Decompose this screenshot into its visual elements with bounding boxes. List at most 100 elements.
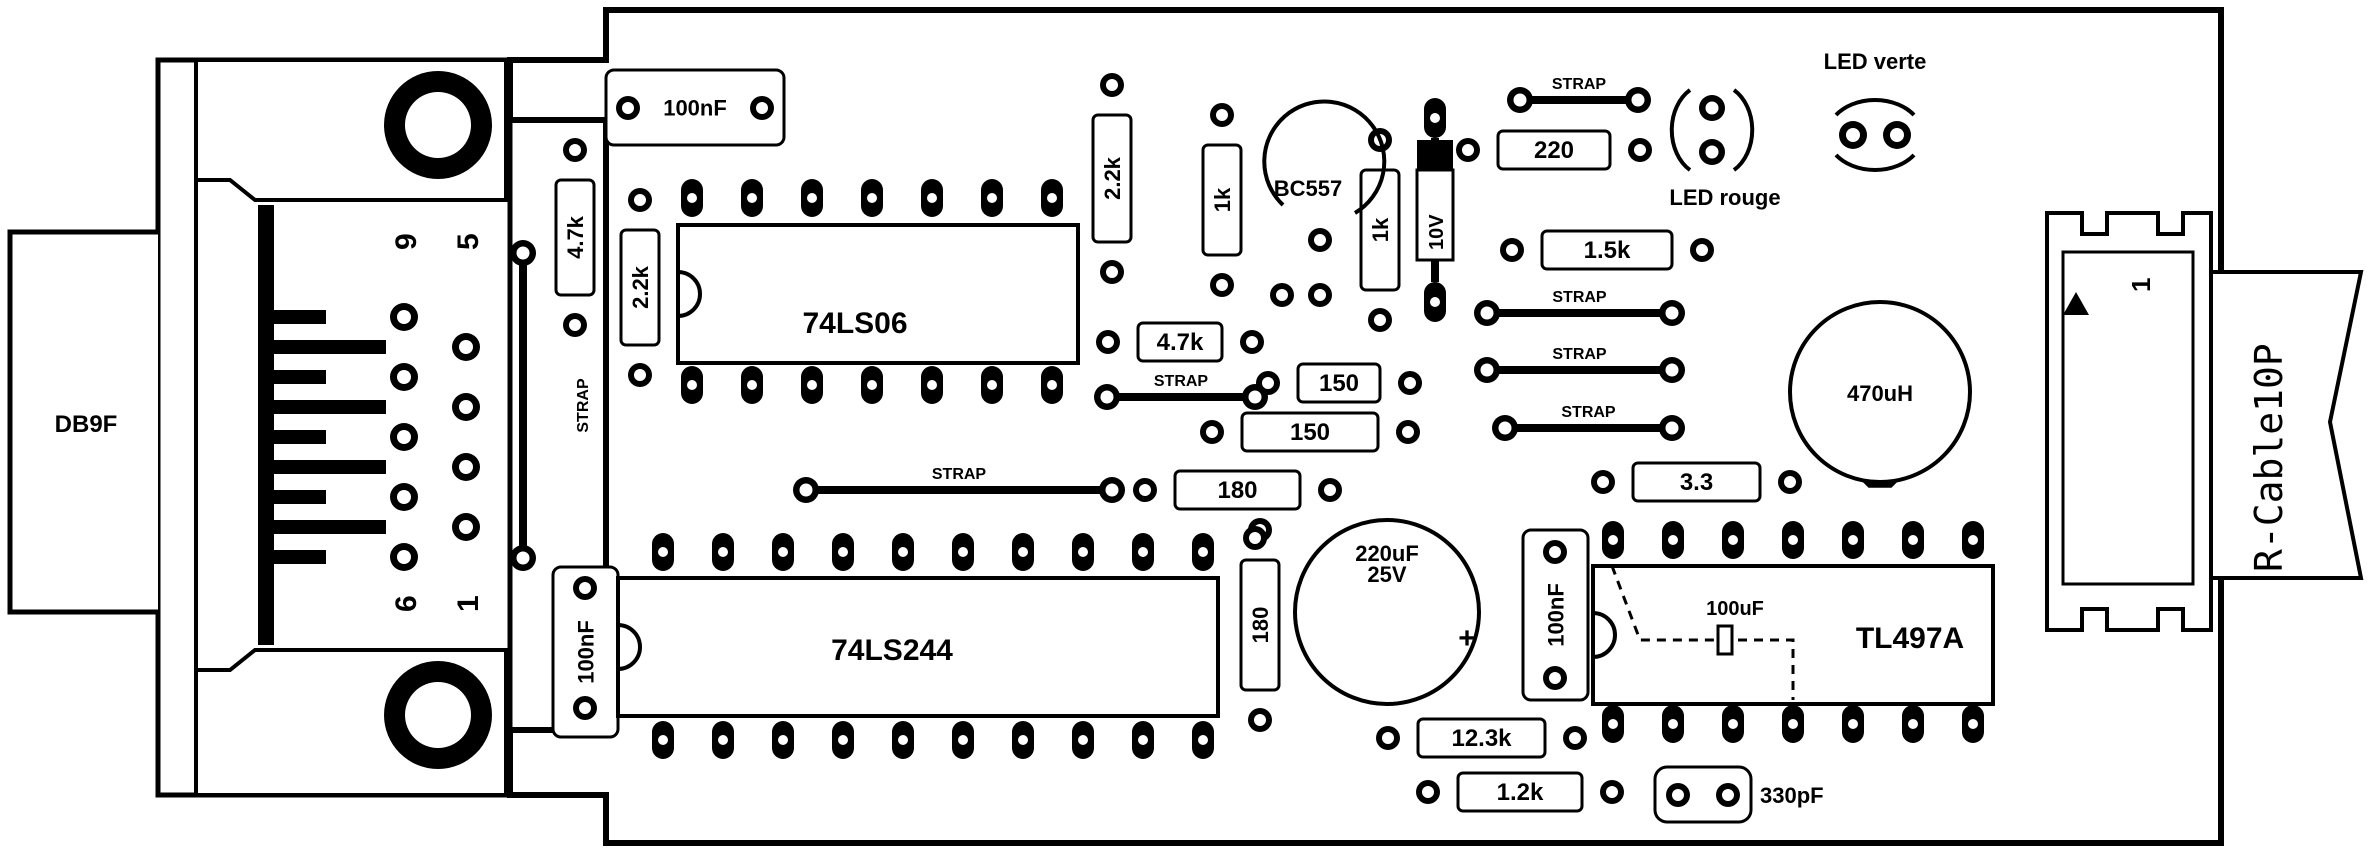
db9-pin-pad-hole — [459, 340, 473, 354]
resistor-1k-a-pad-hole — [1216, 109, 1228, 121]
inductor-label: 470uH — [1847, 381, 1913, 406]
resistor-2-2k-v2-pad-hole — [1106, 79, 1118, 91]
db9-pin1-label: 1 — [452, 595, 485, 612]
inductor-470uh: 470uH — [1788, 300, 1972, 484]
ic-74ls244-pin-pad-hole — [1018, 547, 1028, 557]
bc557-pad-hole — [1314, 289, 1326, 301]
resistor-2-2k-v2-pad-hole — [1106, 266, 1118, 278]
strap-db9: STRAP — [510, 240, 592, 571]
resistor-1-5k-body — [1540, 229, 1674, 271]
ic-74ls06-body — [676, 223, 1080, 365]
strap-right-2: STRAP — [1474, 346, 1685, 383]
db9-pin6-label: 6 — [390, 595, 423, 612]
ic-74ls244-pin-pad-hole — [718, 547, 728, 557]
resistor-1-5k-pad-hole — [1696, 244, 1708, 256]
ic-tl497a-pin-pad-hole — [1728, 535, 1738, 545]
resistor-2-2k-v2-body — [1091, 113, 1133, 244]
resistor-3-3-pad-hole — [1784, 476, 1796, 488]
strap-long-pad-hole — [799, 483, 813, 497]
resistor-180-h-pad-hole — [1324, 484, 1336, 496]
ic-tl497a-pin-pad-hole — [1848, 535, 1858, 545]
led-green-pad-hole — [1890, 128, 1904, 142]
resistor-2-2k-v1-label: 2.2k — [628, 265, 653, 309]
db9-pin-pad-hole — [397, 370, 411, 384]
strap-right-2-pad-hole — [1480, 363, 1494, 377]
loose-pad-hole — [1249, 532, 1261, 544]
db9-mount-hole-bottom-inner — [405, 682, 471, 748]
db9-pin-trace — [274, 400, 386, 414]
db9-pin-pad-hole — [397, 490, 411, 504]
strap-db9-pad-hole — [516, 551, 530, 565]
resistor-150-a-body — [1296, 362, 1382, 404]
strap-long-pad-hole — [1105, 483, 1119, 497]
ic-74ls06-pin-pad-hole — [807, 380, 817, 390]
cap-220uf: 220uF 25V + — [1293, 518, 1481, 706]
resistor-150-a: 150 — [1256, 362, 1422, 404]
components: 4.7k2.2k2.2k1k1k1804.7k1501501802201.5k3… — [551, 68, 2173, 824]
cap-100nf-1-label: 100nF — [663, 96, 727, 121]
zener-pad-hole — [1430, 297, 1440, 307]
zener-diode: 10V — [1415, 140, 1455, 262]
ribbon-header-inner — [2061, 250, 2195, 586]
db9-pin-pad-hole — [459, 460, 473, 474]
db9-pin-pad-hole — [459, 520, 473, 534]
ic-74ls06-pin-pad-hole — [867, 193, 877, 203]
ic-74ls244-pin-pad-hole — [1138, 735, 1148, 745]
resistor-1k-a-body — [1201, 143, 1243, 257]
bc557-pads — [1270, 228, 1332, 307]
cap-220uf-body — [1293, 518, 1481, 706]
ic-tl497a-pin-pad-hole — [1608, 719, 1618, 729]
inductor-body — [1788, 300, 1972, 484]
ic-74ls244-pin-pad-hole — [1018, 735, 1028, 745]
cap-100nf-3-pad-hole — [1549, 546, 1561, 558]
resistor-150-b-pad-hole — [1206, 426, 1218, 438]
ic-74ls244-body — [616, 576, 1220, 718]
resistor-1-2k-label: 1.2k — [1497, 779, 1544, 806]
strap-top-label: STRAP — [1552, 76, 1607, 93]
resistor-150-a-label: 150 — [1319, 370, 1359, 397]
resistor-4-7k-h-pad-hole — [1246, 336, 1258, 348]
ic-74ls06-notch — [677, 270, 702, 318]
strap-top: STRAP — [1507, 76, 1651, 113]
cap-100nf-3: 100nF — [1521, 528, 1590, 702]
resistor-1k-a-label: 1k — [1210, 187, 1235, 212]
ic-tl497a-pin-pad-hole — [1968, 719, 1978, 729]
ic-74ls244-pin-pad-hole — [658, 735, 668, 745]
zener-pad-hole — [1430, 113, 1440, 123]
resistor-2-2k-v1-body — [619, 228, 661, 347]
strap-long: STRAP — [793, 466, 1125, 503]
cap-100nf-2: 100nF — [551, 565, 620, 739]
ic-74ls06-pin-pad-hole — [927, 380, 937, 390]
strap-top-pad-hole — [1513, 93, 1527, 107]
strap-mid-pad-hole — [1100, 390, 1114, 404]
resistor-4-7k-h: 4.7k — [1096, 321, 1264, 363]
ic-74ls244-pin-pad-hole — [1078, 735, 1088, 745]
strap-right-1-pad-hole — [1480, 306, 1494, 320]
led-red-outline-right — [1732, 88, 1755, 172]
strap-right-3-pad-hole — [1665, 421, 1679, 435]
resistor-180-v-pad-hole — [1254, 714, 1266, 726]
resistor-1k-b-label: 1k — [1368, 217, 1393, 242]
cap-100nf-1-body — [604, 68, 786, 147]
db9-pin9-label: 9 — [390, 233, 423, 250]
db9-connector: DB9F 9 5 6 1 — [7, 57, 513, 798]
ic-74ls244-pin-pad-hole — [838, 735, 848, 745]
led-green-pad-hole — [1846, 128, 1860, 142]
ic-74ls244-pin-pad-hole — [898, 547, 908, 557]
cap-330pf-pad-hole — [1672, 789, 1684, 801]
ic-74ls244-notch — [617, 623, 642, 671]
ic-tl497a-pin-pad-hole — [1968, 535, 1978, 545]
resistor-4-7k-h-pad-hole — [1102, 336, 1114, 348]
ic-74ls06-pin-pad-hole — [1047, 380, 1057, 390]
resistor-4-7k-v-pad-hole — [569, 319, 581, 331]
ic-74ls06: 74LS06 — [676, 223, 1080, 365]
db9-pin-trace — [274, 310, 326, 324]
db9-pin-trace — [274, 370, 326, 384]
bc557-pad-hole — [1314, 234, 1326, 246]
ic-74ls244-pin-pad-hole — [1198, 735, 1208, 745]
ic-74ls06-pin-pad-hole — [687, 380, 697, 390]
cap-220uf-voltage: 25V — [1367, 562, 1406, 587]
db9-pin-pad-hole — [397, 430, 411, 444]
strap-long-label: STRAP — [932, 466, 987, 483]
ic-74ls06-pin-pad-hole — [987, 193, 997, 203]
